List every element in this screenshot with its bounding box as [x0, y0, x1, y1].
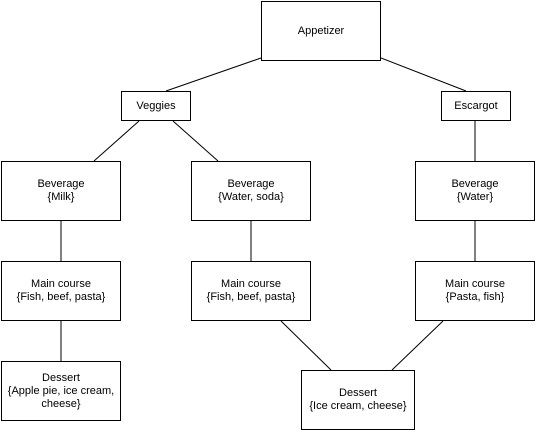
node-main-course-1-line-1: Main course [31, 278, 91, 290]
node-main-course-2: Main course {Fish, beef, pasta} [191, 261, 311, 321]
edge-appetizer-veggies [165, 57, 262, 92]
edge-veggies-bev-milk [93, 120, 140, 162]
node-dessert-1-line-2: {Apple pie, ice cream, [7, 384, 115, 397]
node-dessert-2-line-2: {Ice cream, cheese} [309, 400, 407, 412]
node-main-course-3: Main course {Pasta, fish} [415, 261, 535, 321]
node-main-course-1-line-2: {Fish, beef, pasta} [16, 291, 106, 303]
edge-main-2-dessert-2 [280, 320, 332, 371]
node-beverage-water-line-2: {Water} [456, 191, 494, 203]
node-main-course-3-line-1: Main course [445, 278, 505, 290]
node-escargot-line-1: Escargot [454, 99, 498, 112]
node-appetizer-line-1: Appetizer [297, 24, 345, 37]
node-beverage-milk: Beverage {Milk} [1, 161, 121, 221]
node-beverage-water-soda-line-1: Beverage [227, 178, 275, 190]
node-beverage-water-soda: Beverage {Water, soda} [191, 161, 311, 221]
node-beverage-milk-line-2: {Milk} [47, 191, 75, 203]
node-beverage-water: Beverage {Water} [415, 161, 535, 221]
node-main-course-2-line-1: Main course [221, 278, 281, 290]
node-main-course-2-line-2: {Fish, beef, pasta} [206, 291, 296, 303]
node-beverage-water-soda-line-2: {Water, soda} [218, 191, 284, 203]
node-dessert-1-line-3: cheese} [41, 397, 81, 410]
node-veggies-line-1: Veggies [136, 99, 176, 112]
node-escargot: Escargot [441, 91, 511, 121]
edge-veggies-bev-water-soda [172, 120, 219, 162]
node-beverage-water-line-1: Beverage [451, 178, 499, 190]
node-appetizer: Appetizer [261, 1, 381, 61]
edge-appetizer-escargot [380, 57, 467, 92]
node-main-course-1: Main course {Fish, beef, pasta} [1, 261, 121, 321]
node-main-course-3-line-2: {Pasta, fish} [445, 291, 505, 303]
node-dessert-1-line-1: Dessert [42, 371, 80, 384]
node-dessert-2-line-1: Dessert [339, 387, 377, 399]
edge-main-3-dessert-2 [391, 320, 444, 371]
node-beverage-milk-line-1: Beverage [37, 178, 85, 190]
node-dessert-2: Dessert {Ice cream, cheese} [301, 370, 415, 430]
node-dessert-1: Dessert {Apple pie, ice cream, cheese} [1, 361, 121, 421]
node-veggies: Veggies [121, 91, 191, 121]
